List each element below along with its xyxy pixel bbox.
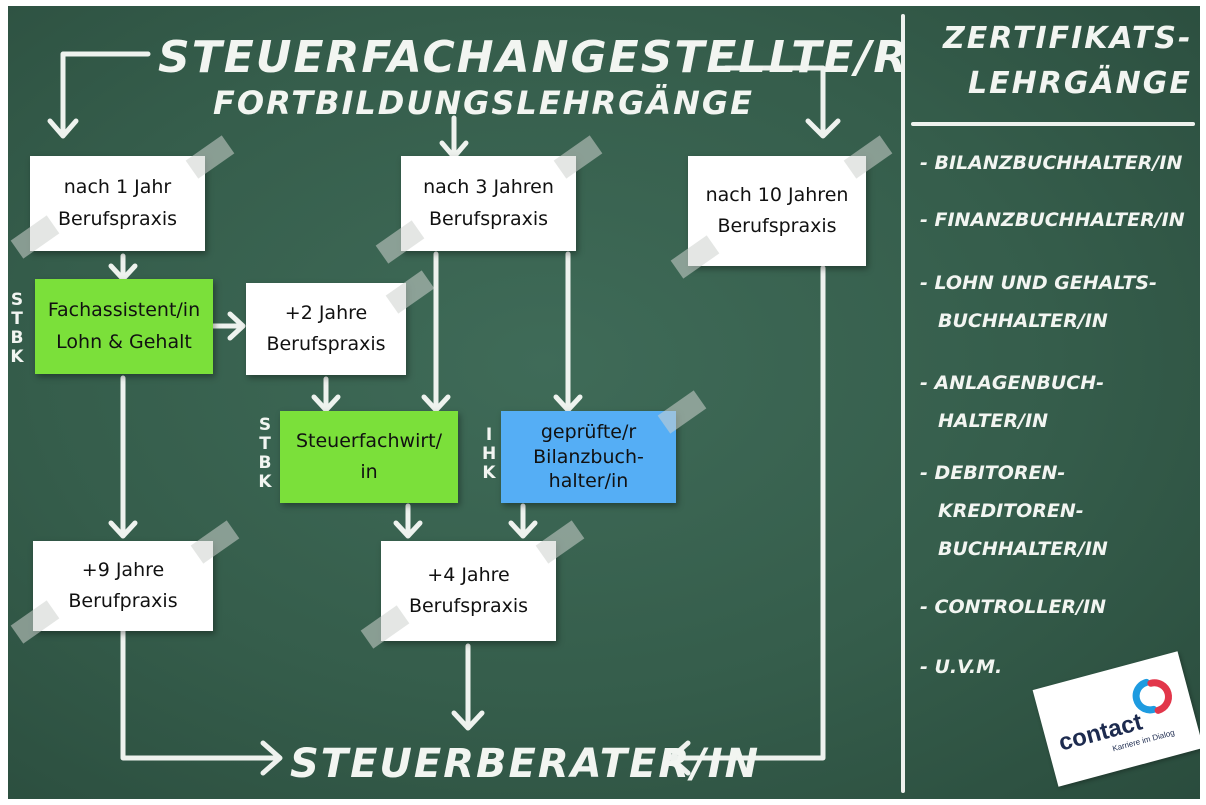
sidebar-item-line: - U.V.M. (920, 656, 1003, 678)
sidebar-item-line: BUCHHALTER/IN (938, 310, 1108, 332)
label-letter: H (482, 444, 497, 464)
sidebar-item-line: - BILANZBUCHHALTER/IN (920, 152, 1183, 174)
arrow-plus9-to-stb (120, 628, 281, 761)
card-line: Berufspraxis (266, 333, 386, 355)
card-plus-9-jahre: +9 Jahre Berufpraxis (33, 541, 213, 631)
sidebar-item: - BILANZBUCHHALTER/IN (920, 144, 1182, 182)
sidebar-item-line: - DEBITOREN- (920, 462, 1066, 484)
label-stbk: S T B K (258, 416, 272, 492)
sidebar-item-line: - LOHN UND GEHALTS- (920, 272, 1157, 294)
sidebar-subtitle: LEHRGÄNGE (968, 66, 1192, 101)
card-bilanzbuchhalter: geprüfte/r Bilanzbuch- halter/in (501, 411, 676, 503)
card-line: Berufspraxis (57, 207, 178, 230)
card-line: Berufspraxis (717, 215, 837, 237)
target-steuerberater: STEUERBERATER/IN (290, 741, 761, 787)
card-plus-2-jahre: +2 Jahre Berufspraxis (246, 283, 406, 375)
card-line: +9 Jahre (81, 558, 165, 581)
label-ihk: I H K (482, 426, 496, 483)
card-nach-10-jahren: nach 10 Jahren Berufspraxis (688, 156, 866, 266)
flow-arrows (47, 14, 1195, 793)
label-letter: B (10, 328, 24, 348)
label-letter: S (258, 415, 272, 435)
label-letter: K (10, 347, 24, 367)
sidebar-item-line: BUCHHALTER/IN (938, 538, 1108, 560)
sidebar-item: - CONTROLLER/IN (920, 588, 1106, 626)
card-nach-1-jahr: nach 1 Jahr Berufspraxis (30, 156, 205, 251)
sidebar-item-line: KREDITOREN- (938, 500, 1084, 522)
card-line: Steuerfachwirt/ (295, 429, 443, 452)
card-line: Lohn & Gehalt (56, 330, 192, 353)
label-letter: K (482, 463, 496, 483)
card-line: +2 Jahre (284, 301, 368, 324)
contact-logo: contact Karriere im Dialog (1032, 651, 1200, 787)
label-letter: S (10, 290, 24, 310)
sidebar-title: ZERTIFIKATS- (943, 21, 1193, 56)
label-letter: T (11, 309, 23, 329)
sidebar-item: - U.V.M. (920, 648, 1002, 686)
label-stbk: S T B K (10, 291, 24, 367)
card-plus-4-jahre: +4 Jahre Berufspraxis (381, 541, 556, 641)
arrow-title-to-10jahre (723, 65, 826, 137)
sidebar-item-line: - CONTROLLER/IN (920, 596, 1106, 618)
card-line: Berufspraxis (428, 207, 549, 230)
card-line: geprüfte/r (540, 420, 637, 443)
label-letter: K (258, 472, 272, 492)
label-letter: I (485, 425, 493, 445)
card-line: Berufspraxis (408, 595, 529, 617)
page-title: STEUERFACHANGESTELLTE/R (158, 32, 910, 83)
sidebar-item: - FINANZBUCHHALTER/IN (920, 201, 1185, 239)
sidebar-item-line: - ANLAGENBUCH- (920, 372, 1105, 394)
card-nach-3-jahren: nach 3 Jahren Berufspraxis (401, 156, 576, 251)
sidebar-item-line: HALTER/IN (938, 410, 1049, 432)
logo-mark-icon (1132, 678, 1172, 714)
sidebar-item: - LOHN UND GEHALTS- BUCHHALTER/IN (920, 264, 1157, 340)
card-line: nach 3 Jahren (423, 176, 554, 199)
card-line: Berufpraxis (68, 590, 178, 612)
card-line: in (360, 461, 378, 483)
arrow-10jahre-to-stb (670, 265, 826, 761)
card-line: nach 1 Jahr (63, 176, 172, 199)
card-line: Bilanzbuch- (533, 445, 644, 468)
chalkboard: STEUERFACHANGESTELLTE/R FORTBILDUNGSLEHR… (8, 6, 1200, 799)
sidebar-item: - ANLAGENBUCH- HALTER/IN (920, 364, 1104, 440)
card-line: +4 Jahre (427, 563, 510, 586)
card-line: nach 10 Jahren (705, 183, 849, 206)
sidebar-item: - DEBITOREN- KREDITOREN- BUCHHALTER/IN (920, 454, 1108, 568)
card-line: halter/in (548, 470, 629, 493)
sidebar-item-line: - FINANZBUCHHALTER/IN (920, 209, 1185, 231)
label-letter: B (258, 453, 272, 473)
card-steuerfachwirt: Steuerfachwirt/ in (280, 411, 458, 503)
label-letter: T (259, 434, 271, 454)
arrow-title-to-1jahr (60, 51, 151, 137)
card-fachassistent: Fachassistent/in Lohn & Gehalt (35, 279, 213, 374)
card-line: Fachassistent/in (47, 299, 201, 322)
page-subtitle: FORTBILDUNGSLEHRGÄNGE (213, 84, 755, 122)
